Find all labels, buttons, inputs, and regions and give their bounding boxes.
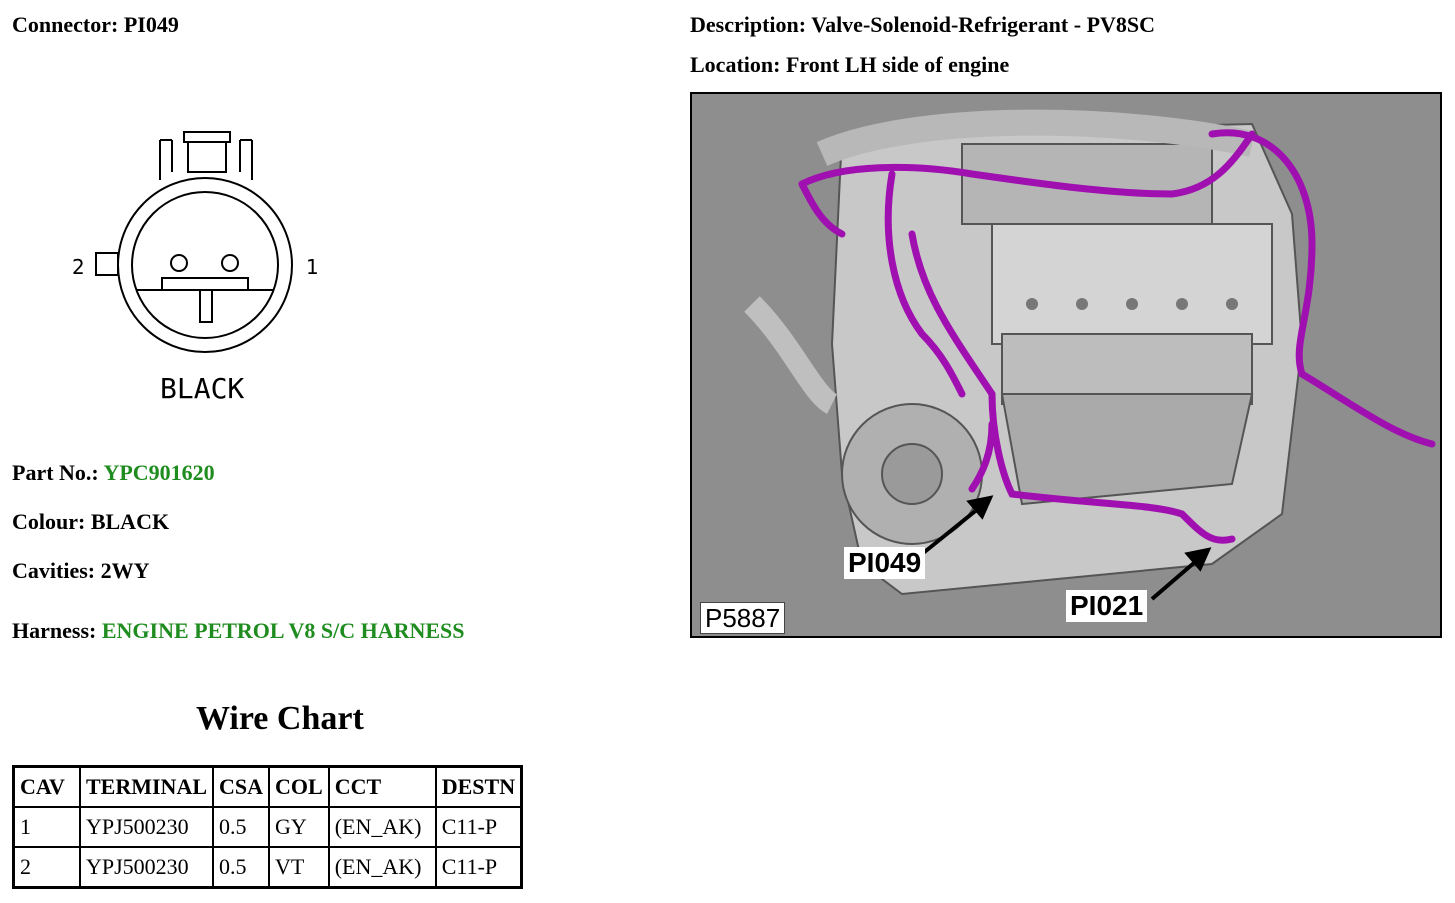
connector-face-diagram: 2 1 BLACK — [72, 131, 319, 405]
location-value: Front LH side of engine — [785, 52, 1010, 77]
header-terminal: TERMINAL — [78, 765, 215, 808]
connector-value: PI049 — [123, 12, 179, 37]
location-line: Location: Front LH side of engine — [690, 52, 1009, 78]
cell-csa: 0.5 — [212, 846, 271, 889]
connector-line: Connector: PI049 — [12, 12, 179, 38]
description-label: Description: — [690, 12, 807, 37]
callout-pi021: PI021 — [1066, 590, 1148, 622]
cell-csa: 0.5 — [212, 806, 271, 848]
cavities-line: Cavities: 2WY — [12, 558, 149, 584]
image-reference-plate: P5887 — [700, 602, 786, 634]
colour-label: Colour: — [12, 509, 86, 534]
part-no-link[interactable]: YPC901620 — [103, 460, 215, 485]
part-no-label: Part No.: — [12, 460, 99, 485]
pin-2-label: 2 — [72, 255, 85, 279]
cell-destn: C11-P — [434, 806, 523, 848]
cell-col: GY — [268, 806, 330, 848]
part-no-line: Part No.: YPC901620 — [12, 460, 215, 486]
cell-destn: C11-P — [434, 846, 523, 889]
cell-cct: (EN_AK) — [327, 846, 437, 889]
description-line: Description: Valve-Solenoid-Refrigerant … — [690, 12, 1155, 38]
table-header-row: CAV TERMINAL CSA COL CCT DESTN — [12, 765, 523, 808]
engine-location-image: PI049 PI021 P5887 — [690, 92, 1442, 638]
description-value: Valve-Solenoid-Refrigerant - PV8SC — [811, 12, 1156, 37]
table-row: 2 YPJ500230 0.5 VT (EN_AK) C11-P — [12, 846, 523, 889]
header-csa: CSA — [212, 765, 271, 808]
cell-cav: 2 — [12, 846, 81, 889]
cell-cct: (EN_AK) — [327, 806, 437, 848]
cell-terminal: YPJ500230 — [78, 846, 215, 889]
cavities-label: Cavities: — [12, 558, 96, 583]
harness-label: Harness: — [12, 618, 97, 643]
diagram-colour-caption: BLACK — [160, 372, 244, 405]
colour-value: BLACK — [90, 509, 170, 534]
connector-label: Connector: — [12, 12, 119, 37]
header-destn: DESTN — [434, 765, 523, 808]
cell-cav: 1 — [12, 806, 81, 848]
location-label: Location: — [690, 52, 781, 77]
header-col: COL — [268, 765, 330, 808]
table-row: 1 YPJ500230 0.5 GY (EN_AK) C11-P — [12, 806, 523, 848]
harness-link[interactable]: ENGINE PETROL V8 S/C HARNESS — [101, 618, 465, 643]
pin-1-label: 1 — [306, 255, 319, 279]
cell-col: VT — [268, 846, 330, 889]
header-cav: CAV — [12, 765, 81, 808]
cavities-value: 2WY — [100, 558, 150, 583]
header-cct: CCT — [327, 765, 437, 808]
wire-chart-title: Wire Chart — [196, 700, 364, 737]
cell-terminal: YPJ500230 — [78, 806, 215, 848]
wire-chart-table: CAV TERMINAL CSA COL CCT DESTN 1 YPJ5002… — [12, 765, 524, 889]
engine-illustration — [744, 109, 1436, 601]
colour-line: Colour: BLACK — [12, 509, 169, 535]
harness-line: Harness: ENGINE PETROL V8 S/C HARNESS — [12, 618, 465, 644]
callout-pi049: PI049 — [844, 547, 926, 579]
